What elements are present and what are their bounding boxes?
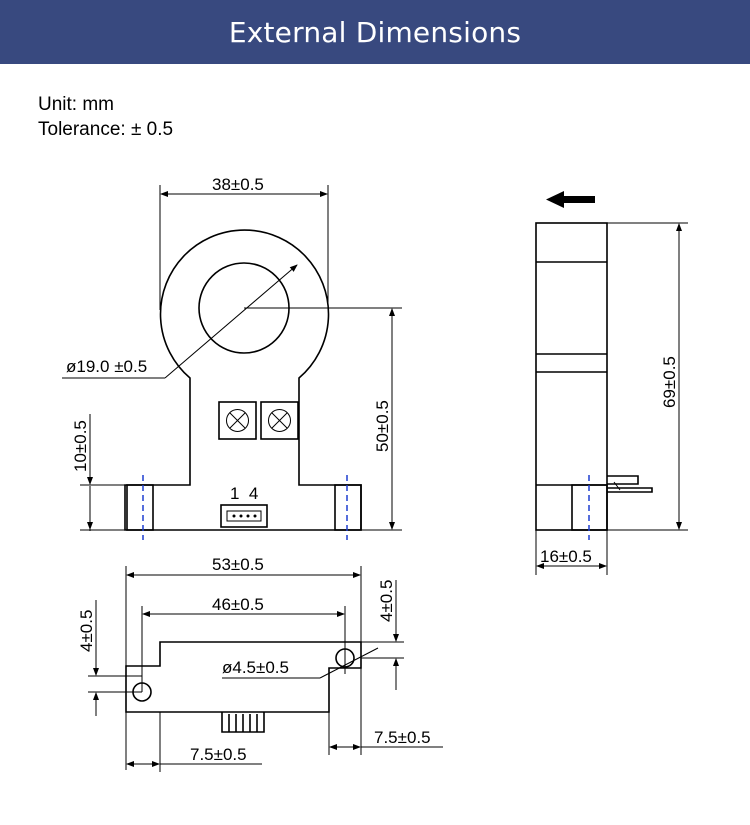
small-hole-leader [319, 647, 379, 679]
side-body-outline [535, 222, 608, 531]
bottom-connector [221, 712, 265, 733]
width-label: 38±0.5 [212, 175, 264, 194]
left-edge-label: 7.5±0.5 [190, 745, 247, 764]
left-mount-slot [126, 484, 154, 531]
height-label: 50±0.5 [373, 400, 392, 452]
unit-note: Unit: mm [38, 94, 114, 115]
page-header: External Dimensions [0, 0, 750, 64]
side-height-label: 69±0.5 [660, 356, 679, 408]
small-hole-diameter-label: ø4.5±0.5 [222, 658, 289, 677]
side-connector-detail [613, 481, 621, 491]
adjust-screw-left [218, 401, 257, 440]
side-connector-top [607, 475, 639, 485]
pin-labels: 1 4 [230, 484, 258, 503]
tolerance-note: Tolerance: ± 0.5 [38, 119, 174, 140]
side-connector-pin [607, 487, 653, 493]
direction-arrow-icon [546, 191, 595, 208]
left-offset-label: 4±0.5 [77, 610, 96, 652]
right-offset-label: 4±0.5 [377, 580, 396, 622]
depth-label: 16±0.5 [540, 547, 592, 566]
foot-height-label: 10±0.5 [71, 420, 90, 472]
base-plate-outline [125, 641, 362, 713]
adjust-screw-right [260, 401, 299, 440]
right-edge-label: 7.5±0.5 [374, 728, 431, 747]
side-view: 69±0.5 16±0.5 [535, 191, 688, 575]
right-mount-slot [334, 484, 362, 531]
front-body-outline [124, 229, 362, 531]
bottom-view: 53±0.5 46±0.5 4±0.5 4±0.5 ø4.5±0.5 7.5±0… [77, 555, 443, 772]
page-title: External Dimensions [228, 15, 522, 49]
diameter-leader [164, 264, 298, 379]
hole-diameter-label: ø19.0 ±0.5 [66, 357, 147, 376]
hole-spacing-label: 46±0.5 [212, 595, 264, 614]
overall-width-label: 53±0.5 [212, 555, 264, 574]
front-view: ø19.0 ±0.5 1 4 [62, 175, 402, 540]
connector [220, 504, 268, 528]
